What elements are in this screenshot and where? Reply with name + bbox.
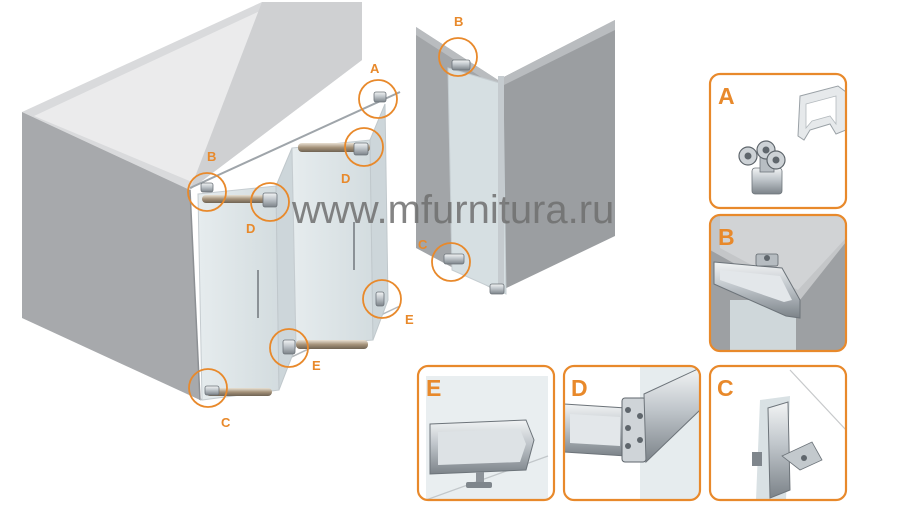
- callout-label-a: A: [370, 61, 380, 76]
- folding-glass-doors: [197, 103, 389, 401]
- watermark-text: www.mfurnitura.ru: [291, 188, 614, 232]
- callout-circle-e-right: [362, 279, 402, 319]
- panel-d-label: D: [571, 375, 588, 401]
- callout-label-e-right: E: [405, 312, 414, 327]
- detail-panel-a: A: [708, 72, 848, 210]
- right-cabinet-side-wall: [498, 20, 615, 292]
- panel-a-frame: [708, 72, 848, 210]
- callouts-left: [187, 79, 402, 408]
- hinge-rod-bottom: [296, 340, 368, 349]
- fitting-e-left: [282, 339, 296, 355]
- panel-a-label: A: [718, 83, 735, 109]
- fittings: [200, 91, 387, 396]
- callouts-right: [431, 37, 478, 282]
- callout-label-b: B: [207, 149, 216, 164]
- callout-circle-e-left: [269, 328, 309, 368]
- fitting-b-right: [451, 59, 471, 71]
- fitting-c-left: [204, 385, 220, 396]
- callout-label-c-right: C: [418, 237, 428, 252]
- callout-circle-d-right: [344, 127, 384, 167]
- fitting-b: [200, 182, 214, 193]
- profile-d-right: [643, 367, 700, 464]
- callout-label-d-left: D: [246, 221, 255, 236]
- glass-panel-1: [197, 185, 280, 401]
- fitting-c-right: [443, 253, 465, 265]
- glass-panel-3: [291, 139, 374, 347]
- panel-b-label: B: [718, 224, 735, 250]
- callout-label-d-right: D: [341, 171, 350, 186]
- detail-panel-c: C: [708, 364, 848, 502]
- pin-e: [476, 472, 484, 484]
- hinge-rod-lower-left: [206, 388, 272, 396]
- detail-panel-e: E: [416, 364, 556, 502]
- detail-panel-b: B: [708, 213, 848, 353]
- callout-circle-c-right: [431, 242, 471, 282]
- panel-c-label: C: [717, 375, 734, 401]
- callout-circle-b: [187, 172, 227, 212]
- top-rail: [189, 91, 401, 189]
- right-cabinet-top-edge: [416, 20, 615, 88]
- callout-circle-b-right: [438, 37, 478, 77]
- right-cabinet: [416, 20, 615, 295]
- right-door-rail: [498, 76, 504, 292]
- fitting-d-left: [262, 192, 278, 208]
- pivot-bracket: [767, 401, 791, 499]
- fitting-a: [373, 91, 387, 103]
- hinge-d: [621, 397, 647, 463]
- fitting-bottom-right: [489, 283, 505, 295]
- panel-b-frame: [708, 213, 848, 353]
- hinge-rod-left: [202, 195, 270, 203]
- panel-e-label: E: [426, 375, 441, 401]
- cabinet-side-panel: [22, 112, 200, 400]
- callout-circle-a: [358, 79, 398, 119]
- callout-label-e-left: E: [312, 358, 321, 373]
- hinge-rods: [202, 143, 370, 396]
- cabinet-back-wall: [190, 2, 362, 190]
- callout-circle-c-left: [188, 368, 228, 408]
- hinge-rod-top: [298, 143, 370, 152]
- left-cabinet: [22, 2, 401, 401]
- panel-c-frame: [708, 364, 848, 502]
- callout-circle-d-left: [250, 182, 290, 222]
- detail-panel-d: D: [562, 364, 702, 502]
- callout-label-b-right: B: [454, 14, 463, 29]
- callout-label-c-left: C: [221, 415, 231, 430]
- panel-d-frame: [562, 364, 702, 502]
- fitting-d-right: [353, 142, 369, 156]
- right-glass-door: [447, 67, 507, 295]
- panel-e-frame: [416, 364, 556, 502]
- fitting-e-right: [375, 291, 385, 307]
